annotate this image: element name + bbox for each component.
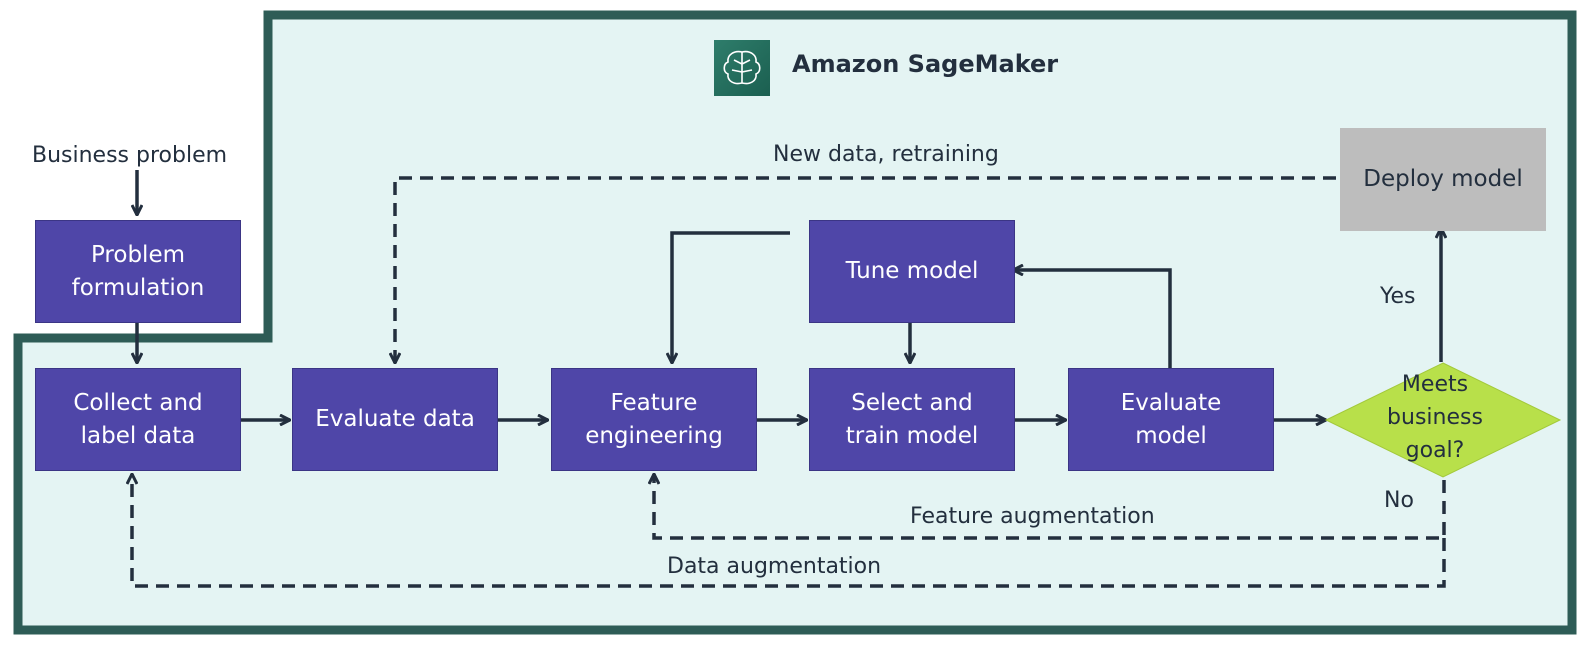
evaluate-data-box: Evaluate data	[292, 368, 498, 471]
tune-model-box: Tune model	[809, 220, 1015, 323]
arrow-data-augmentation	[132, 474, 1446, 588]
decision-diamond	[1324, 362, 1562, 478]
arrow-feature-augmentation	[654, 474, 1446, 540]
problem-formulation-box: Problem formulation	[35, 220, 241, 323]
evaluate-model-box: Evaluate model	[1068, 368, 1274, 471]
collect-label-box: Collect and label data	[35, 368, 241, 471]
brain-icon	[723, 50, 761, 85]
no-label: No	[1384, 488, 1414, 513]
select-train-text: Select and train model	[845, 389, 979, 449]
arrow-loop-to-feature	[672, 231, 790, 363]
sagemaker-frame	[13, 10, 1577, 635]
evaluate-model-text: Evaluate model	[1120, 389, 1222, 449]
sagemaker-logo	[714, 40, 770, 96]
feature-engineering-text: Feature engineering	[585, 389, 723, 449]
data-augmentation-label: Data augmentation	[667, 554, 882, 579]
collect-label-text: Collect and label data	[73, 389, 203, 449]
arrow-evaluate-model-to-tune	[1013, 270, 1172, 368]
deploy-model-text: Deploy model	[1363, 166, 1523, 192]
select-train-box: Select and train model	[809, 368, 1015, 471]
page-title: Amazon SageMaker	[792, 50, 1059, 78]
new-data-label: New data, retraining	[773, 142, 999, 167]
feature-engineering-box: Feature engineering	[551, 368, 757, 471]
evaluate-data-text: Evaluate data	[315, 406, 475, 432]
problem-formulation-text: Problem formulation	[71, 241, 205, 301]
decision-text: Meets business goal?	[1387, 372, 1483, 463]
business-problem-label: Business problem	[32, 143, 228, 168]
yes-label: Yes	[1380, 284, 1416, 309]
feature-augmentation-label: Feature augmentation	[910, 504, 1155, 529]
tune-model-text: Tune model	[845, 258, 979, 284]
deploy-model-box: Deploy model	[1340, 128, 1546, 231]
